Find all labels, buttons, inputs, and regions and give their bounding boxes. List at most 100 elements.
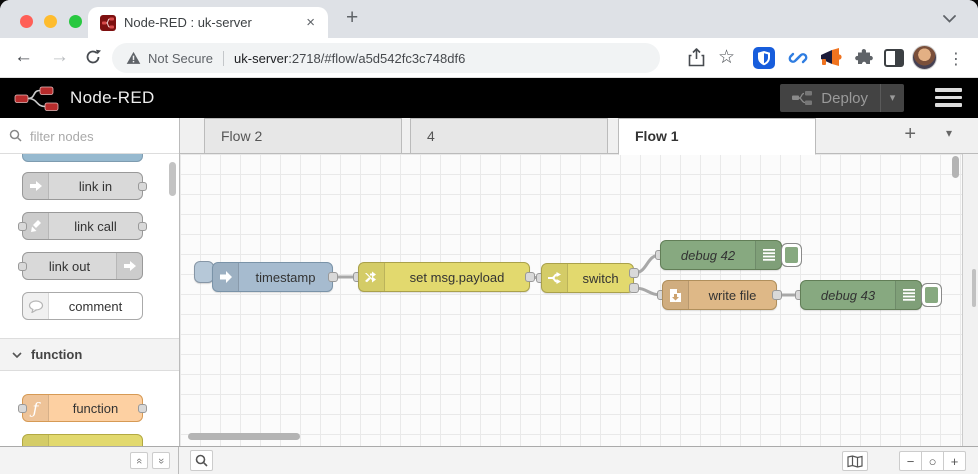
palette-node-function[interactable]: ƒ function <box>18 394 147 422</box>
main-menu-hamburger-icon[interactable] <box>935 88 962 107</box>
canvas-horizontal-scrollbar[interactable] <box>188 433 300 440</box>
flow-tab-flow2[interactable]: Flow 2 <box>204 118 402 154</box>
palette-node-link-in[interactable]: link in <box>22 172 147 200</box>
browser-tab[interactable]: Node-RED : uk-server × <box>88 7 328 38</box>
node-inject-timestamp[interactable]: timestamp <box>212 262 333 292</box>
palette-category-label: function <box>31 347 83 362</box>
nodered-brand-title: Node-RED <box>70 88 155 107</box>
palette-node-comment[interactable]: comment <box>22 292 143 320</box>
share-icon[interactable] <box>688 48 705 67</box>
palette-scroll-area[interactable]: link in link call link out <box>0 154 179 446</box>
not-secure-label: Not Secure <box>148 50 214 66</box>
node-change-set-msg-payload[interactable]: set msg.payload <box>358 262 530 292</box>
flow-tab-bar: Flow 2 4 Flow 1 + ▾ <box>180 118 978 155</box>
palette-node-link-out[interactable]: link out <box>18 252 143 280</box>
nodered-logo <box>14 86 59 111</box>
flow-tab-flow1[interactable]: Flow 1 <box>618 118 816 155</box>
debug-enable-toggle[interactable] <box>921 283 942 307</box>
flow-canvas[interactable]: timestamp set msg.payload switch <box>180 154 962 446</box>
output-port[interactable] <box>328 272 338 282</box>
output-port[interactable] <box>772 290 782 300</box>
nodered-favicon <box>100 14 116 31</box>
output-port[interactable] <box>525 272 535 282</box>
editor-main: link in link call link out <box>0 118 978 446</box>
node-debug-43[interactable]: debug 43 <box>800 280 922 310</box>
zoom-out-button[interactable]: − <box>899 451 922 471</box>
palette-node-label: link call <box>74 218 117 234</box>
inject-trigger-button[interactable] <box>194 261 214 283</box>
tab-close-icon[interactable]: × <box>306 14 315 31</box>
node-write-file[interactable]: write file <box>662 280 777 310</box>
palette-node-partial-top[interactable] <box>22 154 143 162</box>
palette-node-link-call[interactable]: link call <box>18 212 147 240</box>
palette-node-label: link in <box>78 178 113 194</box>
minimize-window-button[interactable] <box>44 15 58 28</box>
add-flow-button[interactable]: + <box>904 123 916 145</box>
zoom-reset-button[interactable]: ○ <box>921 451 944 471</box>
node-palette: link in link call link out <box>0 118 180 446</box>
deploy-icon <box>792 91 813 105</box>
split-panel-extension-icon[interactable] <box>882 46 906 70</box>
sidebar-splitter[interactable] <box>962 154 978 446</box>
nodered-header: Node-RED Deploy ▾ <box>0 78 978 118</box>
zoom-controls: − ○ + <box>899 451 966 471</box>
palette-node-partial-bottom[interactable] <box>22 434 143 446</box>
forward-icon: → <box>50 46 69 67</box>
flow-tab-4[interactable]: 4 <box>410 118 608 154</box>
link-in-icon <box>23 173 49 199</box>
address-bar[interactable]: Not Secure uk-server:2718/#flow/a5d542fc… <box>112 43 660 73</box>
output-port[interactable] <box>629 268 639 278</box>
back-icon[interactable]: ← <box>14 46 33 67</box>
kebab-menu-icon[interactable]: ⋮ <box>948 51 964 68</box>
maximize-window-button[interactable] <box>68 15 82 28</box>
traffic-lights <box>20 15 89 33</box>
bitwarden-extension-icon[interactable] <box>752 46 776 70</box>
file-icon <box>663 281 689 309</box>
palette-scroll-down-button[interactable]: » <box>152 452 170 469</box>
map-icon <box>847 454 863 468</box>
palette-filter-input[interactable] <box>28 124 168 148</box>
profile-avatar[interactable] <box>912 45 937 70</box>
extensions-puzzle-icon[interactable] <box>852 46 876 70</box>
tab-title: Node-RED : uk-server <box>124 15 252 30</box>
debug-enable-toggle[interactable] <box>781 243 802 267</box>
bookmark-star-icon[interactable]: ☆ <box>718 47 736 68</box>
palette-footer: « » <box>0 447 179 474</box>
zoom-in-button[interactable]: + <box>943 451 966 471</box>
new-tab-button[interactable]: + <box>346 6 359 29</box>
flow-list-menu-icon[interactable]: ▾ <box>945 126 952 140</box>
link-extension-icon[interactable] <box>786 46 810 70</box>
output-port[interactable] <box>629 283 639 293</box>
tab-search-chevron-icon[interactable] <box>943 15 956 23</box>
debug-lines-icon <box>755 241 781 269</box>
node-switch[interactable]: switch <box>541 263 634 293</box>
url-host: uk-server <box>234 50 289 66</box>
browser-toolbar: ← → Not Secure uk-server:2718/#flow/a5d5… <box>0 38 978 78</box>
close-window-button[interactable] <box>20 15 33 28</box>
reload-icon[interactable] <box>84 48 102 66</box>
comment-icon <box>23 293 49 319</box>
deploy-options-caret-icon[interactable]: ▾ <box>880 84 904 112</box>
node-label: set msg.payload <box>409 269 505 285</box>
switch-icon <box>542 264 568 292</box>
megaphone-extension-icon[interactable] <box>818 46 842 70</box>
node-debug-42[interactable]: debug 42 <box>660 240 782 270</box>
canvas-vertical-scrollbar[interactable] <box>952 156 959 178</box>
node-label: timestamp <box>255 269 316 285</box>
palette-search <box>0 118 179 154</box>
page-scrollbar-thumb[interactable] <box>972 269 976 307</box>
palette-scroll-up-button[interactable]: « <box>130 452 148 469</box>
url-path: :2718/#flow/a5d542fc3c748df6 <box>288 50 466 66</box>
change-icon <box>359 263 385 291</box>
editor-footer: « » − ○ + <box>0 446 978 474</box>
search-flows-button[interactable] <box>190 450 213 471</box>
palette-scrollbar-thumb[interactable] <box>169 162 176 196</box>
deploy-label: Deploy <box>821 89 868 107</box>
minimap-toggle-button[interactable] <box>842 451 868 471</box>
workspace: Flow 2 4 Flow 1 + ▾ <box>180 118 978 446</box>
search-icon <box>9 129 22 142</box>
deploy-button[interactable]: Deploy ▾ <box>780 84 904 112</box>
browser-tab-strip: Node-RED : uk-server × + <box>0 0 978 38</box>
palette-category-function[interactable]: function <box>0 338 179 371</box>
